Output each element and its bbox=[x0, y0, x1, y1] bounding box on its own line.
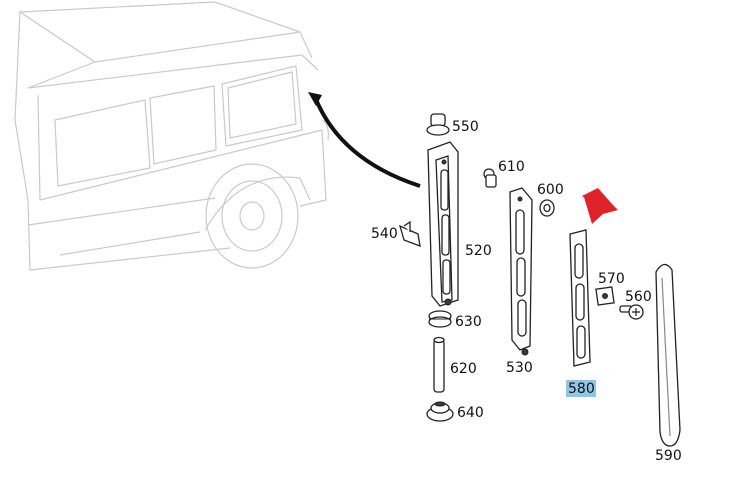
part-600-washer bbox=[539, 199, 555, 217]
label-540: 540 bbox=[371, 226, 398, 242]
label-640: 640 bbox=[457, 405, 484, 421]
label-580: 580 bbox=[568, 381, 595, 397]
label-550: 550 bbox=[452, 119, 479, 135]
part-620-pin bbox=[433, 336, 445, 393]
label-590: 590 bbox=[655, 448, 682, 464]
part-550-grommet bbox=[426, 113, 450, 136]
part-530-bracket bbox=[509, 187, 533, 356]
label-600: 600 bbox=[537, 182, 564, 198]
part-640-cap bbox=[426, 401, 454, 422]
label-560: 560 bbox=[625, 289, 652, 305]
label-570: 570 bbox=[598, 271, 625, 287]
part-610-bolt bbox=[483, 168, 497, 188]
part-590-trim bbox=[655, 263, 681, 447]
part-540-clip bbox=[398, 220, 421, 248]
label-620: 620 bbox=[450, 361, 477, 377]
label-630: 630 bbox=[455, 314, 482, 330]
part-630-spring bbox=[428, 310, 452, 328]
part-570-plate bbox=[595, 286, 615, 306]
part-520-bracket bbox=[427, 141, 459, 307]
label-610: 610 bbox=[498, 159, 525, 175]
vehicle-outline bbox=[14, 1, 329, 271]
callout-arrow bbox=[308, 92, 421, 188]
label-520: 520 bbox=[465, 243, 492, 259]
label-530: 530 bbox=[506, 360, 533, 376]
part-580-gasket bbox=[569, 229, 591, 367]
red-pointer-arrow bbox=[582, 188, 618, 224]
part-560-screw bbox=[619, 304, 644, 320]
part-580-highlight bbox=[566, 380, 596, 397]
